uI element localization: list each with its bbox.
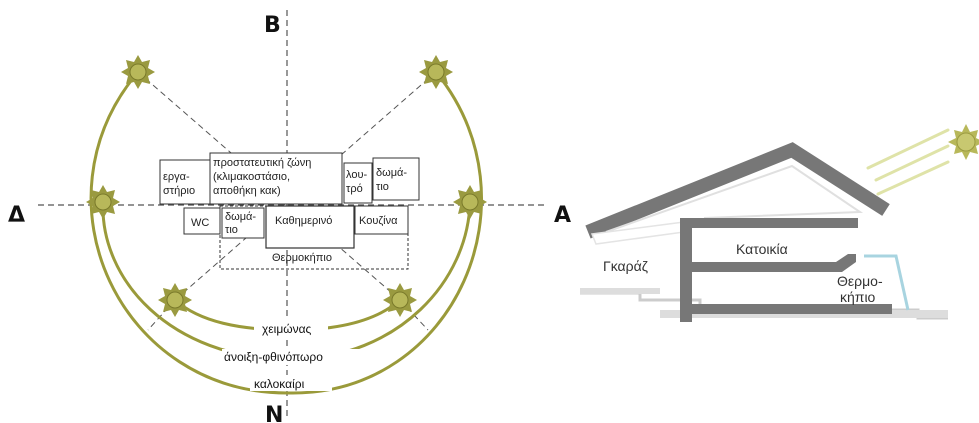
sun-icon <box>383 283 417 317</box>
roof <box>585 142 890 239</box>
room-workshop <box>159 159 211 205</box>
house-middle-floor <box>692 254 856 272</box>
winter-label: χειμώνας <box>262 322 312 336</box>
spring-autumn-label: άνοιξη-φθινόπωρο <box>224 350 323 364</box>
floor-plan: εργα- στήριο προστατευτική ζώνη (κλιμακο… <box>159 152 420 270</box>
west-label: Δ <box>8 203 25 228</box>
season-labels: χειμώνας άνοιξη-φθινόπωρο καλοκαίρι <box>222 320 360 391</box>
compass-letters: B N Δ A <box>8 13 571 423</box>
sun-icons <box>86 55 487 317</box>
sun-icon <box>419 55 453 89</box>
room-wc <box>183 207 221 235</box>
east-label: A <box>554 203 571 228</box>
sun-icon <box>158 283 192 317</box>
room-kitchen <box>354 205 409 235</box>
room-living-label: Καθημερινό <box>275 215 332 227</box>
sun-icon <box>86 185 120 219</box>
spring-autumn-label-bg <box>222 349 360 365</box>
attic-outline <box>605 164 864 233</box>
greenhouse-label-2: κήπιο <box>840 289 876 305</box>
sun-rays <box>866 128 950 196</box>
house-label: Κατοικία <box>736 241 788 257</box>
sun-ray <box>866 128 950 170</box>
summer-label-bg <box>250 375 332 391</box>
sun-icon <box>121 55 155 89</box>
room-wc-label: WC <box>191 217 209 229</box>
room-living <box>265 205 355 249</box>
south-label: N <box>265 403 283 423</box>
room-workshop-label-1: εργα- <box>163 171 190 183</box>
sun-icon <box>948 124 979 160</box>
garage-label: Γκαράζ <box>603 258 648 274</box>
room-buffer-zone <box>209 152 343 205</box>
ground-left <box>580 288 660 294</box>
greenhouse-label-1: Θερμο- <box>837 273 883 289</box>
house-wall-left <box>680 218 692 322</box>
greenhouse-glass <box>864 254 910 311</box>
north-label: B <box>264 13 281 38</box>
room-bedroom-top-label-2: τιο <box>376 181 389 193</box>
room-bathroom-label-1: λου- <box>346 169 367 181</box>
room-buffer-zone-label-3: αποθήκη κακ) <box>213 185 281 197</box>
room-bedroom-bottom <box>221 207 265 239</box>
room-buffer-zone-label-2: (κλιμακοστάσιο, <box>213 171 290 183</box>
room-bedroom-bottom-label-1: δωμά- <box>225 211 256 223</box>
room-bedroom-top <box>372 157 420 201</box>
room-greenhouse <box>219 205 409 270</box>
summer-label: καλοκαίρι <box>254 377 305 391</box>
room-greenhouse-label: Θερμοκήπιο <box>272 252 332 264</box>
winter-label-bg <box>254 320 328 336</box>
house-ground-slab <box>680 304 892 314</box>
room-kitchen-label: Κουζίνα <box>359 215 398 227</box>
house-upper-floor-slab <box>680 218 858 228</box>
sun-icon <box>453 185 487 219</box>
sun-ray <box>874 144 950 182</box>
sun-ray <box>876 160 950 196</box>
diagonal-winter-west <box>147 299 176 331</box>
room-bedroom-bottom-label-2: τιο <box>225 224 238 236</box>
room-buffer-zone-label-1: προστατευτική ζώνη <box>213 157 311 169</box>
room-bedroom-top-label-1: δωμά- <box>376 167 407 179</box>
room-workshop-label-2: στήριο <box>163 185 195 197</box>
house-section: Γκαράζ Κατοικία Θερμο- κήπιο <box>580 124 979 322</box>
summer-sun-path <box>89 71 483 395</box>
room-bathroom-label-2: τρό <box>346 183 363 195</box>
room-bathroom <box>343 162 373 204</box>
